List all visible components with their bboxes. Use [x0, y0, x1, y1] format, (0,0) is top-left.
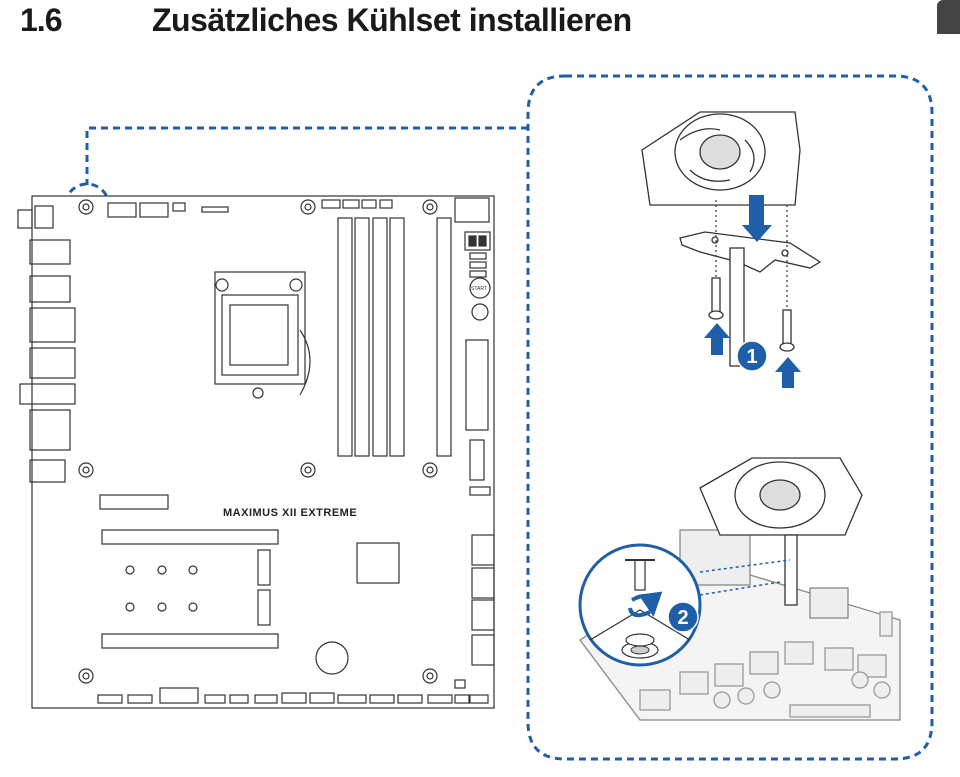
board-model-label: MAXIMUS XII EXTREME [223, 507, 357, 519]
mounting-holes [78, 199, 438, 684]
svg-text:2: 2 [677, 607, 688, 629]
motherboard-diagram [17, 195, 495, 709]
alignment-guides-step-1 [715, 200, 788, 310]
arrows-step-1 [704, 195, 801, 388]
fan-assembly-step-2 [579, 457, 901, 721]
step-1-badge: 1 [736, 340, 768, 372]
step-2-badge: 2 [667, 601, 699, 633]
zoom-detail-circle [578, 543, 702, 667]
fan-assembly-step-1 [640, 111, 822, 367]
alignment-guides-step-2 [699, 559, 791, 596]
section-number: 1.6 [20, 2, 62, 38]
section-title: Zusätzliches Kühlset installieren [152, 2, 632, 38]
svg-text:1: 1 [746, 346, 757, 368]
section-heading: 1.6 Zusätzliches Kühlset installieren [0, 0, 960, 44]
start-button-label: START [471, 286, 487, 292]
page-corner-tab [937, 0, 960, 34]
